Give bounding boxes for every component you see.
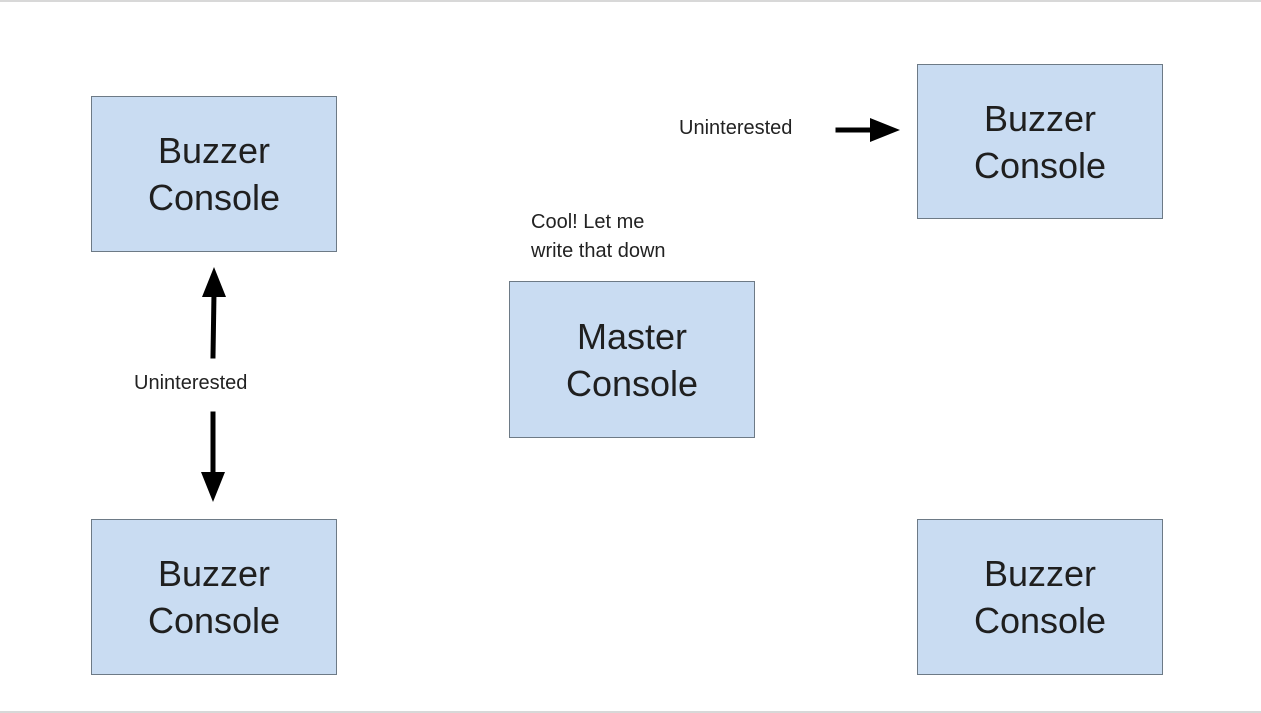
buzzer-console-top-right-label: Buzzer Console bbox=[973, 97, 1107, 186]
arrow-right-to-top-right-buzzer bbox=[835, 118, 900, 142]
arrow-up-head bbox=[202, 267, 226, 297]
arrow-down-head bbox=[201, 472, 225, 502]
top-right-edge-label: Uninterested bbox=[679, 117, 793, 139]
left-edge-label: Uninterested bbox=[134, 372, 248, 394]
master-note-label: Cool! Let me write that down bbox=[531, 211, 666, 262]
arrow-down-to-bottom-left-buzzer bbox=[201, 411, 225, 502]
buzzer-console-top-right: Buzzer Console bbox=[917, 64, 1163, 219]
arrow-up-shaft bbox=[210, 290, 217, 359]
bottom-divider bbox=[0, 711, 1261, 713]
master-console: Master Console bbox=[509, 281, 755, 438]
buzzer-console-bottom-left: Buzzer Console bbox=[91, 519, 337, 675]
top-divider bbox=[0, 0, 1261, 2]
buzzer-console-bottom-left-label: Buzzer Console bbox=[147, 553, 281, 641]
arrow-right-head bbox=[870, 118, 900, 142]
buzzer-console-top-left-label: Buzzer Console bbox=[147, 130, 281, 218]
master-console-label: Master Console bbox=[565, 315, 699, 404]
buzzer-console-top-left: Buzzer Console bbox=[91, 96, 337, 252]
buzzer-console-bottom-right-label: Buzzer Console bbox=[973, 553, 1107, 641]
arrow-up-to-top-left-buzzer bbox=[202, 267, 226, 359]
buzzer-console-bottom-right: Buzzer Console bbox=[917, 519, 1163, 675]
